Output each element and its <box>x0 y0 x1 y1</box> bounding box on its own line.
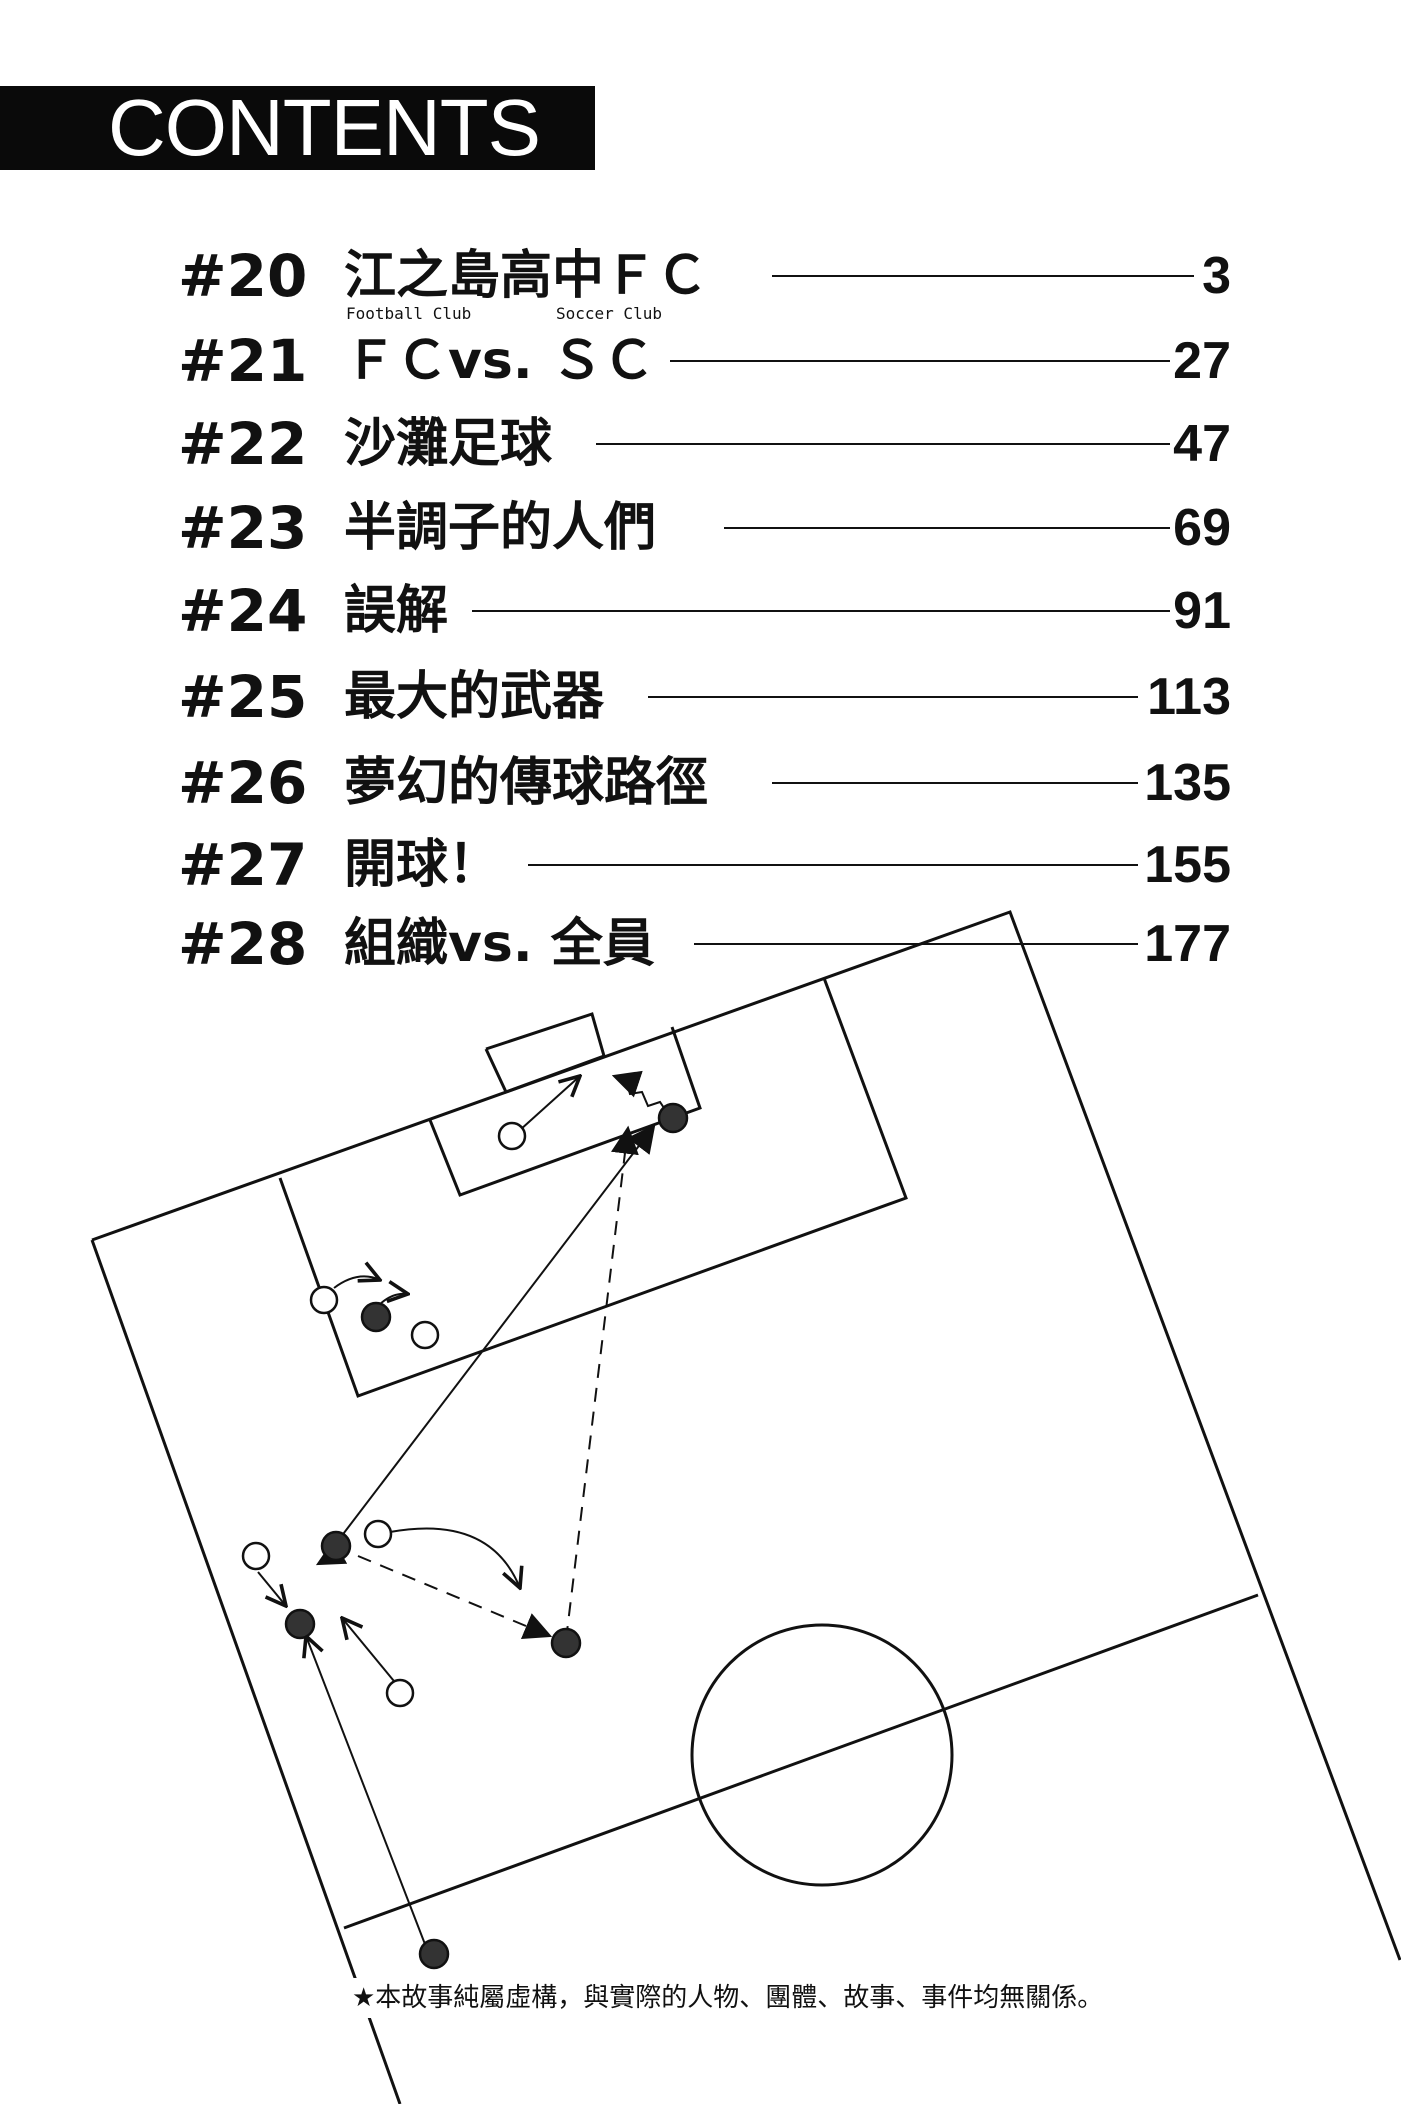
contents-header-bar <box>0 86 595 170</box>
page-number: 155 <box>1144 836 1231 894</box>
chapter-title: 開球！ <box>344 835 501 895</box>
run-line <box>519 1076 580 1131</box>
chapter-title: ＦＣvs. ＳＣ <box>344 331 655 391</box>
attacker-marker <box>410 1320 440 1350</box>
dot-leader <box>648 696 1138 698</box>
chapter-number: #28 <box>178 910 308 978</box>
toc-row-22[interactable]: #22 沙灘足球 47 <box>0 401 1401 487</box>
goal <box>484 1012 606 1094</box>
attacker-marker <box>363 1519 393 1549</box>
pitch-boundary <box>91 910 1401 1961</box>
attacker-marker <box>309 1285 339 1315</box>
page-number: 27 <box>1173 332 1231 390</box>
run-line <box>257 1571 286 1606</box>
toc-row-26[interactable]: #26 夢幻的傳球路徑 135 <box>0 740 1401 826</box>
chapter-number: #22 <box>178 410 308 478</box>
toc-row-20[interactable]: #20 江之島高中ＦＣ 3 <box>0 233 1401 319</box>
page-number: 135 <box>1144 754 1231 812</box>
defender-marker <box>360 1301 392 1333</box>
chapter-title: 組織vs. 全員 <box>344 914 655 974</box>
page-number: 91 <box>1173 582 1231 640</box>
ruby-soccer-club: Soccer Club <box>556 304 662 323</box>
toc-row-23[interactable]: #23 半調子的人們 69 <box>0 485 1401 571</box>
page-number: 69 <box>1173 499 1231 557</box>
chapter-number: #27 <box>178 831 308 899</box>
defender-marker <box>284 1608 316 1640</box>
chapter-title: 江之島高中ＦＣ <box>344 246 709 306</box>
attacker-marker <box>241 1541 271 1571</box>
chapter-title: 半調子的人們 <box>344 498 657 558</box>
dot-leader <box>670 360 1170 362</box>
chapter-number: #21 <box>178 327 308 395</box>
page-number: 3 <box>1202 247 1231 305</box>
dot-leader <box>772 275 1194 277</box>
toc-row-24[interactable]: #24 誤解 91 <box>0 568 1401 654</box>
toc-row-28[interactable]: #28 組織vs. 全員 177 <box>0 901 1401 987</box>
run-line <box>306 1636 429 1953</box>
pass-line <box>565 1125 639 1641</box>
chapter-number: #25 <box>178 663 308 731</box>
chapter-title: 沙灘足球 <box>344 414 553 474</box>
pass-line <box>357 1555 553 1640</box>
chapter-number: #20 <box>178 242 308 310</box>
run-line <box>342 1618 399 1687</box>
chapter-number: #23 <box>178 494 308 562</box>
pitch-boundary-left <box>90 1239 402 2104</box>
dot-leader <box>772 782 1138 784</box>
ruby-football-club: Football Club <box>346 304 472 323</box>
defender-marker <box>418 1938 450 1970</box>
page-number: 113 <box>1147 668 1231 726</box>
dot-leader <box>596 443 1170 445</box>
toc-row-27[interactable]: #27 開球！ 155 <box>0 822 1401 908</box>
chapter-number: #24 <box>178 577 308 645</box>
page-number: 177 <box>1144 915 1231 973</box>
defender-marker <box>657 1102 689 1134</box>
chapter-number: #26 <box>178 749 308 817</box>
centre-circle <box>690 1623 954 1887</box>
contents-title: CONTENTS <box>108 83 541 172</box>
dot-leader <box>472 610 1170 612</box>
page-number: 47 <box>1173 415 1231 473</box>
pass-line <box>333 1124 656 1547</box>
penalty-area <box>278 977 908 1398</box>
dot-leader <box>528 864 1138 866</box>
defender-marker <box>320 1530 352 1562</box>
disclaimer-text: ★本故事純屬虛構，與實際的人物、團體、故事、事件均無關係。 <box>348 1978 1108 2018</box>
chapter-title: 夢幻的傳球路徑 <box>344 753 709 813</box>
toc-row-21[interactable]: Football Club Soccer Club #21 ＦＣvs. ＳＣ 2… <box>0 304 1401 404</box>
halfway-line <box>343 1593 1259 1930</box>
run-line <box>333 1276 380 1289</box>
attacker-marker <box>497 1121 527 1151</box>
attacker-marker <box>385 1678 415 1708</box>
defender-marker <box>550 1627 582 1659</box>
goal-area <box>428 1026 702 1197</box>
dot-leader <box>724 527 1170 529</box>
chapter-title: 誤解 <box>344 581 449 641</box>
toc-row-25[interactable]: #25 最大的武器 113 <box>0 654 1401 740</box>
chapter-title: 最大的武器 <box>344 667 605 727</box>
run-line <box>389 1527 520 1588</box>
dribble-line <box>611 1070 669 1115</box>
